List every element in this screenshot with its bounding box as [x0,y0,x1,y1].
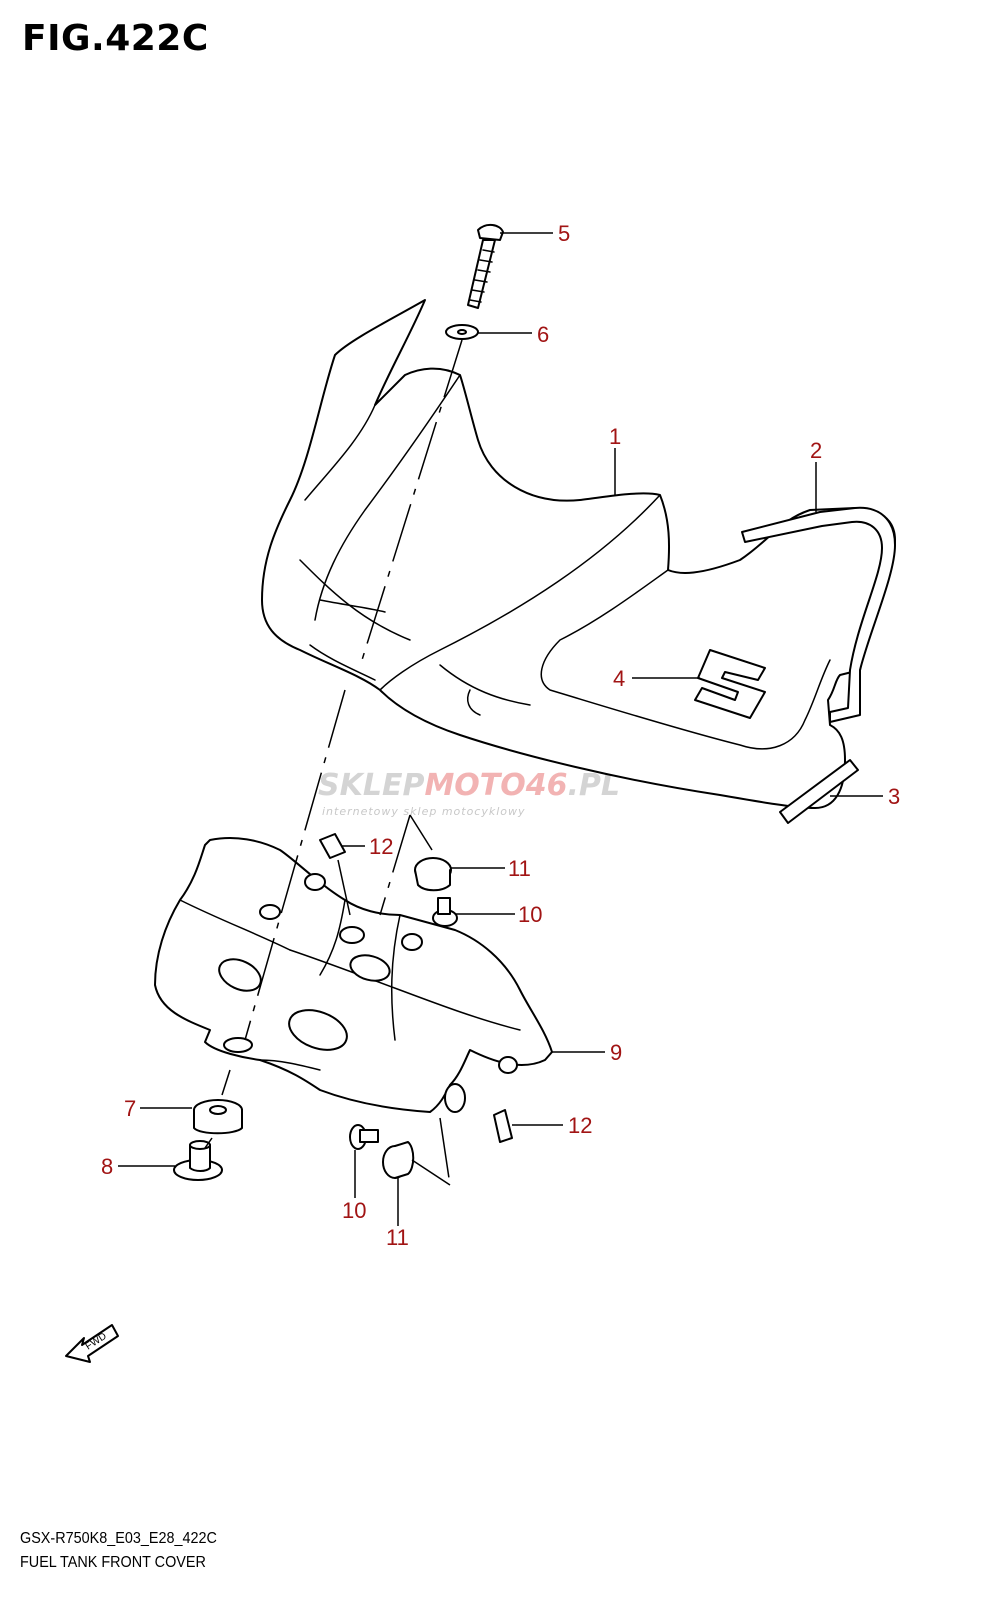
collar-8-part [173,1140,223,1181]
front-cover-part [261,299,896,809]
callout-10-upper: 10 [518,902,542,927]
trim-strip-part [741,506,896,723]
clip-12-upper-part [319,833,346,859]
callout-1: 1 [609,424,621,449]
fwd-arrow-icon: FWD [65,1324,119,1363]
bracket-panel-part [154,837,553,1113]
figure-title: FIG.422C [22,18,209,59]
watermark: SKLEPMOTO46.PL internetowy sklep motocyk… [318,768,620,818]
screw-part [467,224,504,309]
watermark-tagline: internetowy sklep motocyklowy [322,805,526,818]
callout-11-upper: 11 [508,856,531,881]
clip-12-lower-part [493,1109,513,1143]
callout-numbers: 5 6 1 2 4 3 12 11 10 9 7 8 12 10 11 [101,221,900,1250]
washer-part [445,324,479,340]
callout-5: 5 [558,221,570,246]
watermark-brand: SKLEPMOTO46.PL [318,768,620,803]
callout-11-lower: 11 [386,1225,409,1250]
assembly-lines [204,339,463,1186]
callout-6: 6 [537,322,549,347]
callout-9: 9 [610,1040,622,1065]
diagram-caption: FUEL TANK FRONT COVER [20,1554,206,1571]
grommet-7-part [193,1099,243,1135]
diagram-code: GSX-R750K8_E03_E28_422C [20,1530,217,1547]
callout-3: 3 [888,784,900,809]
callout-4: 4 [613,666,625,691]
bolt-10-lower-part [349,1124,379,1150]
lower-trim-part [779,759,859,824]
callout-12-upper: 12 [369,834,393,859]
leader-lines [118,232,883,1226]
callout-12-lower: 12 [568,1113,592,1138]
callout-7: 7 [124,1096,136,1121]
grommet-11-lower-part [382,1141,415,1179]
callout-8: 8 [101,1154,113,1179]
callout-10-lower: 10 [342,1198,366,1223]
grommet-11-upper-part [414,857,452,892]
bolt-10-upper-part [432,897,458,927]
footer: GSX-R750K8_E03_E28_422C FUEL TANK FRONT … [20,1527,217,1575]
callout-2: 2 [810,438,822,463]
